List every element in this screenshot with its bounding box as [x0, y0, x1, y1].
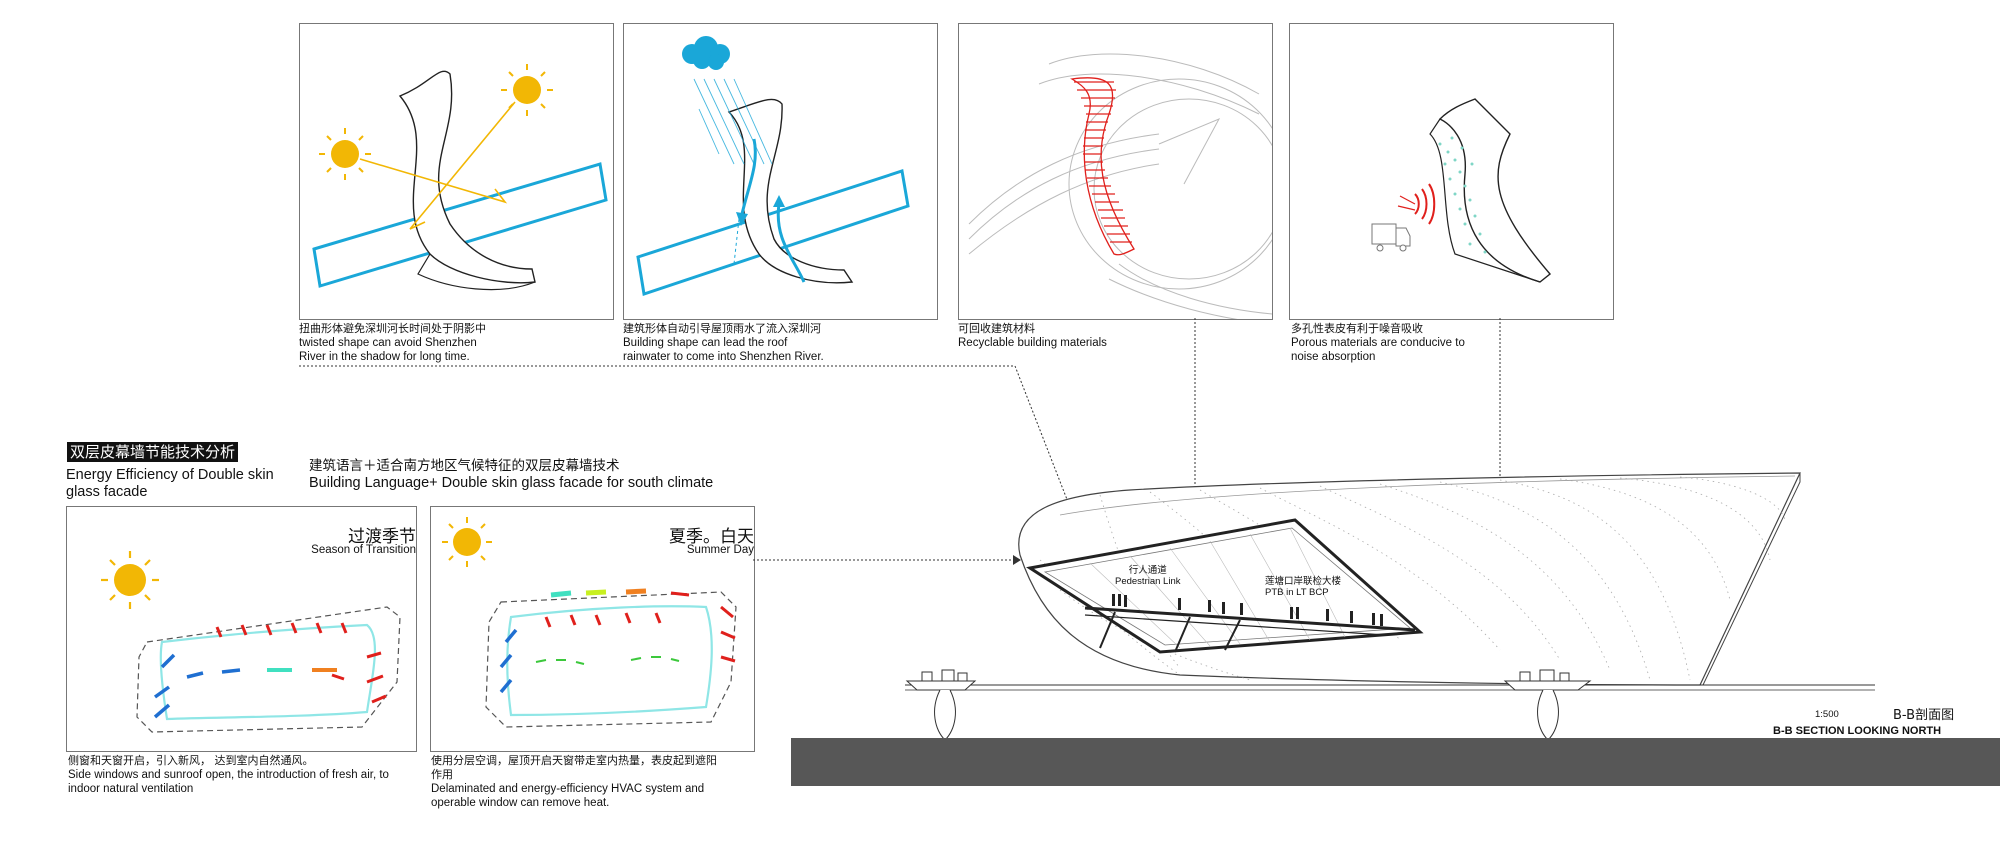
- label-pedestrian-link: 行人通道 Pedestrian Link: [1115, 565, 1181, 587]
- section-title-cn-bb: B-B剖面图: [1893, 708, 1955, 723]
- porous-dots: [1438, 136, 1487, 254]
- panel-recyclable: [958, 23, 1273, 320]
- inner-glass-box: [1025, 518, 1424, 654]
- rainwater-diagram: [636, 36, 910, 296]
- summer-airflow-diagram: [442, 517, 737, 728]
- recyclable-helix: [1070, 77, 1135, 256]
- sun-icon-summer: [442, 517, 492, 567]
- label-ptb: 莲塘口岸联检大楼 PTB in LT BCP: [1265, 576, 1342, 598]
- sun-icon-1: [319, 128, 371, 180]
- twisted-building: [398, 70, 536, 284]
- season-transition-en: Season of Transition: [311, 544, 416, 556]
- caption-rainwater: 建筑形体自动引导屋顶雨水了流入深圳河 Building shape can le…: [623, 322, 824, 363]
- section-title-cn: 双层皮幕墙节能技术分析: [67, 441, 239, 462]
- panel-transition-season: 过渡季节 Season of Transition: [66, 506, 417, 752]
- flow-arrow-down: [740, 138, 757, 215]
- caption-porous: 多孔性表皮有利于噪音吸收 Porous materials are conduc…: [1291, 322, 1465, 363]
- season-summer-cn: 夏季。白天: [669, 527, 754, 547]
- sun-icon-transition: [101, 551, 159, 609]
- section-scale: 1:500: [1815, 709, 1839, 720]
- right-pier: [1503, 669, 1592, 741]
- caption-recyclable: 可回收建筑材料 Recyclable building materials: [958, 322, 1107, 349]
- blue-arrows: [153, 653, 241, 719]
- sound-wave-icon: [1397, 183, 1436, 225]
- twisted-building-rain: [727, 98, 854, 284]
- river-outline: [312, 162, 608, 288]
- porous-building: [1438, 98, 1552, 283]
- left-pier: [905, 669, 977, 741]
- rain-lines: [693, 78, 773, 165]
- porous-diagram: [1371, 98, 1552, 283]
- section-subtitle: 建筑语言＋适合南方地区气候特征的双层皮幕墙技术 Building Languag…: [309, 458, 714, 491]
- caption-summer: 使用分层空调，屋顶开启天窗带走室内热量，表皮起到遮阳 作用 Delaminate…: [431, 754, 717, 809]
- caption-transition: 侧窗和天窗开启，引入新风， 达到室内自然通风。 Side windows and…: [68, 754, 389, 795]
- transition-airflow-diagram: [101, 551, 401, 733]
- panel-summer-day: 夏季。白天 Summer Day: [430, 506, 755, 752]
- panel-rainwater: [623, 23, 938, 320]
- envelope-outline: [136, 606, 401, 733]
- ground-bar: [791, 738, 2000, 786]
- people-silhouettes: [1112, 594, 1383, 626]
- flow-arrow-up: [776, 203, 806, 283]
- recyclable-diagram: [968, 53, 1272, 319]
- season-summer-en: Summer Day: [686, 544, 754, 556]
- panel-porous: [1289, 23, 1614, 320]
- caption-twisted: 扭曲形体避免深圳河长时间处于阴影中 twisted shape can avoi…: [299, 322, 486, 363]
- panel-twisted-shape: [299, 23, 614, 320]
- twisted-shape-diagram: [312, 64, 608, 291]
- red-arrows: [215, 622, 387, 704]
- section-title-en: Energy Efficiency of Double skin glass f…: [66, 467, 274, 500]
- season-transition-cn: 过渡季节: [348, 527, 416, 547]
- section-title-en-bb: B-B SECTION LOOKING NORTH: [1773, 725, 1942, 737]
- truck-icon: [1371, 223, 1411, 252]
- sun-icon-2: [501, 64, 553, 116]
- cloud-icon: [682, 36, 730, 70]
